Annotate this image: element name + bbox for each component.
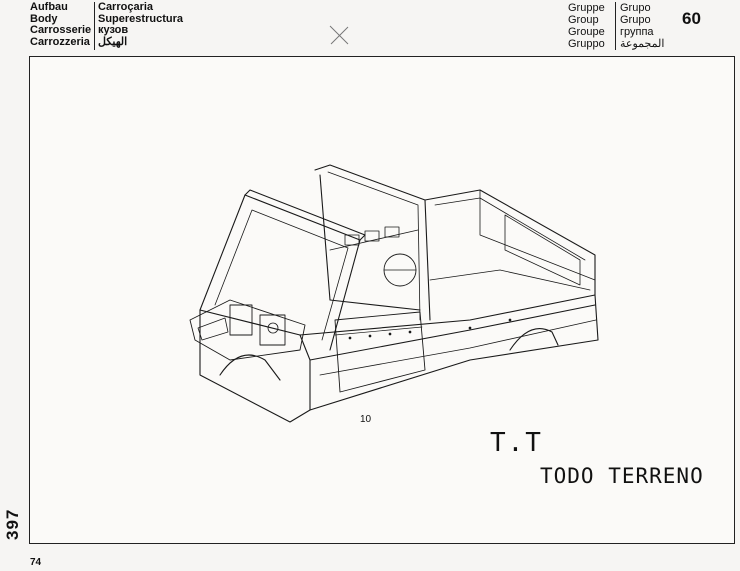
header-en: Body bbox=[30, 12, 58, 25]
group-labels-right: Grupo Grupo группа المجموعة bbox=[620, 2, 664, 50]
header-de: Aufbau bbox=[30, 1, 68, 13]
group-ar: المجموعة bbox=[620, 38, 665, 50]
handwritten-note: TODO TERRENO bbox=[540, 464, 704, 488]
group-fr: Groupe bbox=[568, 26, 605, 38]
drawing-frame bbox=[29, 56, 735, 544]
page-number: 74 bbox=[30, 557, 42, 568]
header-pt: Carroçaria bbox=[98, 1, 154, 13]
header-languages-mid: Carroçaria Superestructura кузов الهيكل bbox=[98, 1, 183, 48]
part-number-label: 10 bbox=[360, 414, 372, 425]
group-en: Group bbox=[568, 14, 599, 26]
vehicle-body-shell-drawing-icon bbox=[189, 164, 599, 423]
header-languages-left: Aufbau Body Carrosserie Carrozzeria bbox=[30, 1, 92, 48]
group-number: 60 bbox=[682, 9, 701, 28]
group-ru: группа bbox=[620, 26, 654, 38]
side-page-number: 397 bbox=[3, 508, 22, 540]
group-es: Grupo bbox=[620, 14, 651, 26]
group-de: Gruppe bbox=[568, 2, 605, 14]
header-es: Superestructura bbox=[98, 12, 183, 25]
group-labels-left: Gruppe Group Groupe Gruppo bbox=[568, 2, 605, 50]
header-fr: Carrosserie bbox=[30, 24, 92, 36]
group-pt: Grupo bbox=[620, 2, 651, 14]
header-it: Carrozzeria bbox=[30, 35, 90, 48]
header-ar: الهيكل bbox=[98, 35, 128, 48]
header-ru: кузов bbox=[98, 24, 129, 36]
group-it: Gruppo bbox=[568, 38, 605, 50]
header-divider bbox=[94, 2, 95, 50]
group-divider bbox=[615, 2, 616, 50]
cross-mark-icon bbox=[329, 25, 349, 45]
handwritten-abbrev: T.T bbox=[490, 428, 543, 458]
